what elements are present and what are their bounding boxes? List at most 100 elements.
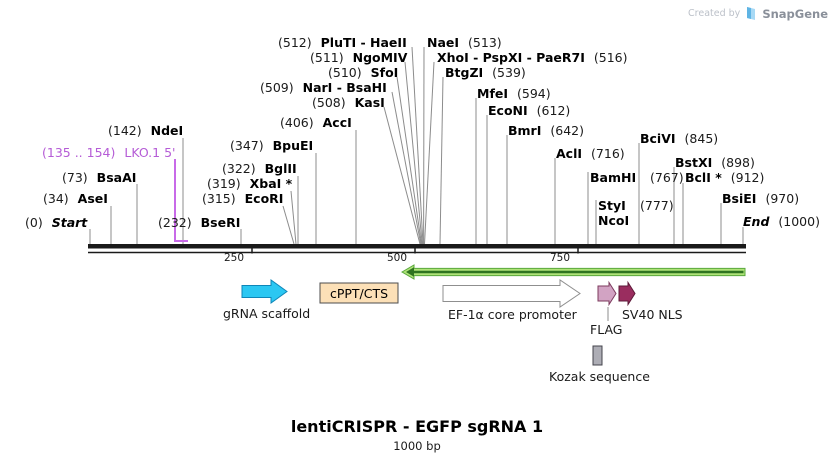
created-by-text: Created by [688, 8, 741, 19]
feature-grna-scaffold-arrow[interactable] [241, 279, 288, 304]
feature-flag-arrow[interactable] [597, 280, 617, 307]
label-name: SfoI [370, 65, 399, 80]
enzyme-label-bcli[interactable]: BclI *(912) [685, 171, 764, 184]
label-pos: (513) [468, 35, 502, 50]
enzyme-label-ecori[interactable]: (315)EcoRI [202, 192, 283, 205]
annotation-label-lko1[interactable]: (135 .. 154) LKO.1 5' [42, 146, 175, 159]
label-name: BamHI [590, 170, 637, 185]
enzyme-label-bseri[interactable]: (232)BseRI [158, 216, 240, 229]
label-pos: (319) [207, 176, 241, 191]
label-name: KasI [354, 95, 385, 110]
enzyme-label-asei[interactable]: (34)AseI [43, 192, 108, 205]
label-pos: (511) [310, 50, 344, 65]
label-pos: (135 .. 154) [42, 145, 116, 160]
label-pos: (845) [684, 131, 719, 146]
label-name: StyI [598, 198, 626, 213]
enzyme-label-bglii[interactable]: (322)BglII [222, 162, 297, 175]
label-name: BtgZI [445, 65, 484, 80]
enzyme-label-bsaai[interactable]: (73)BsaAI [62, 171, 136, 184]
feature-label-grna-scaffold[interactable]: gRNA scaffold [223, 306, 311, 321]
label-pos: (898) [721, 155, 755, 170]
label-pos: (510) [328, 65, 362, 80]
enzyme-label-mfei[interactable]: MfeI (594) [477, 87, 551, 100]
lko1-annotation-bracket[interactable] [174, 159, 188, 242]
enzyme-label-pluti-haeii[interactable]: (512)PluTI - HaeII [278, 36, 407, 49]
feature-cppt-cts-box[interactable] [319, 282, 399, 304]
label-pos: (594) [517, 86, 551, 101]
label-end[interactable]: End(1000) [743, 215, 820, 228]
label-name: BstXI [675, 155, 713, 170]
feature-label-ef1a-promoter[interactable]: EF-1α core promoter [448, 307, 577, 322]
enzyme-label-acli[interactable]: AclI(716) [556, 147, 625, 160]
enzyme-label-econi[interactable]: EcoNI(612) [488, 104, 570, 117]
enzyme-label-xhoi-pspxi-paer7i[interactable]: XhoI - PspXI - PaeR7I (516) [437, 51, 628, 64]
ruler-tick-250: 250 [223, 252, 244, 264]
enzyme-label-nari-bsahi[interactable]: (509) NarI - BsaHI [260, 81, 387, 94]
label-pos: (0) [25, 215, 43, 230]
label-pos: (508) [312, 95, 346, 110]
label-name: BsaAI [96, 170, 137, 185]
enzyme-label-xbai[interactable]: (319) XbaI * [207, 177, 292, 190]
label-pos: (315) [202, 191, 236, 206]
enzyme-label-naei[interactable]: NaeI(513) [427, 36, 502, 49]
enzyme-label-kasi[interactable]: (508) KasI [312, 96, 385, 109]
enzyme-pos-777[interactable]: (777) [640, 199, 674, 212]
label-name: AseI [77, 191, 108, 206]
label-name: NgoMIV [352, 50, 408, 65]
label-pos: (970) [765, 191, 800, 206]
leader-lines [89, 46, 744, 245]
label-name: XhoI - PspXI - PaeR7I [437, 50, 585, 65]
enzyme-label-bpuei[interactable]: (347)BpuEI [230, 139, 313, 152]
label-pos: (347) [230, 138, 264, 153]
ruler-tick-750: 750 [549, 252, 570, 264]
label-start[interactable]: (0) Start [25, 216, 87, 229]
snapgene-watermark: Created by SnapGene [688, 6, 828, 21]
label-pos: (509) [260, 80, 294, 95]
feature-label-cppt-cts[interactable]: cPPT/CTS [329, 286, 389, 301]
label-pos: (142) [108, 123, 142, 138]
label-name: XbaI * [249, 176, 293, 191]
feature-kozak-box[interactable] [592, 345, 603, 366]
feature-label-flag[interactable]: FLAG [590, 322, 623, 337]
label-pos: (539) [492, 65, 526, 80]
enzyme-label-bamhi[interactable]: BamHI [590, 171, 636, 184]
label-pos: (777) [640, 198, 674, 213]
label-pos: (767) [650, 170, 684, 185]
enzyme-label-ngomiv[interactable]: (511) NgoMIV [310, 51, 407, 64]
map-title: lentiCRISPR - EGFP sgRNA 1 [290, 417, 544, 436]
label-pos: (612) [536, 103, 571, 118]
map-length: 1000 bp [393, 439, 441, 453]
enzyme-label-bsiei[interactable]: BsiEI(970) [722, 192, 799, 205]
enzyme-label-btgzi[interactable]: BtgZI (539) [445, 66, 526, 79]
enzyme-label-sfoi[interactable]: (510) SfoI [328, 66, 398, 79]
enzyme-pos-767[interactable]: (767) [650, 171, 684, 184]
label-name: AclI [556, 146, 583, 161]
orf-arrow-core [406, 267, 744, 277]
label-name: MfeI [477, 86, 509, 101]
label-name: AccI [322, 115, 352, 130]
enzyme-label-ndei[interactable]: (142)NdeI [108, 124, 183, 137]
label-pos: (516) [593, 50, 628, 65]
label-name: End [743, 214, 770, 229]
enzyme-label-styi[interactable]: StyI [598, 199, 626, 212]
enzyme-label-ncoi[interactable]: NcoI [598, 214, 629, 227]
label-name: NarI - BsaHI [302, 80, 387, 95]
label-name: BseRI [200, 215, 241, 230]
feature-label-kozak[interactable]: Kozak sequence [549, 369, 650, 384]
feature-label-sv40-nls[interactable]: SV40 NLS [622, 307, 683, 322]
label-name: LKO.1 5' [124, 145, 176, 160]
feature-ef1a-promoter-arrow[interactable] [442, 279, 581, 308]
enzyme-label-acci[interactable]: (406)AccI [280, 116, 352, 129]
ruler-ticks [251, 246, 579, 254]
enzyme-label-bmri[interactable]: BmrI(642) [508, 124, 584, 137]
enzyme-label-bcivi[interactable]: BciVI(845) [640, 132, 718, 145]
map-title-block: lentiCRISPR - EGFP sgRNA 1 1000 bp [0, 417, 834, 453]
label-pos: (322) [222, 161, 256, 176]
sequence-bar[interactable] [88, 244, 746, 249]
snapgene-brand-text: SnapGene [762, 6, 828, 21]
label-pos: (912) [730, 170, 765, 185]
feature-sv40-nls-arrow[interactable] [618, 280, 636, 307]
enzyme-label-bstxi[interactable]: BstXI (898) [675, 156, 755, 169]
label-name: Start [51, 215, 88, 230]
